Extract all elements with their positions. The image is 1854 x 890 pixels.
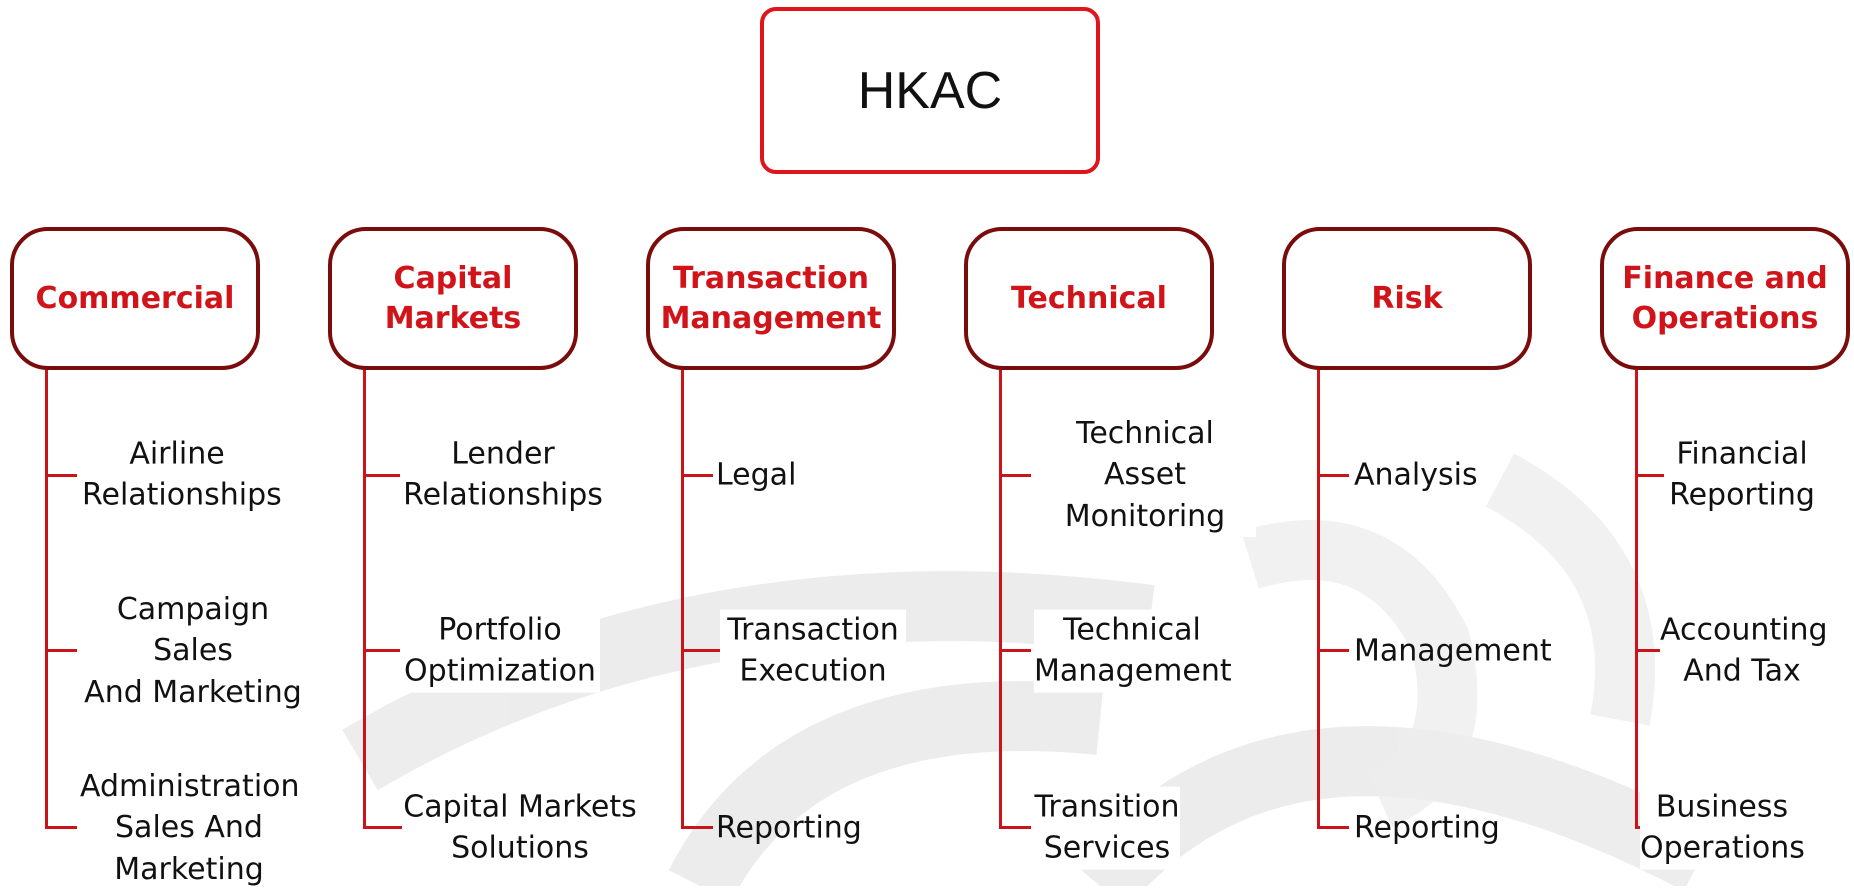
- sub-item: Campaign Sales And Marketing: [78, 588, 308, 714]
- branch-tick: [681, 649, 721, 652]
- sub-item: Reporting: [1354, 810, 1500, 846]
- branch-tick: [363, 474, 403, 477]
- dept-connector-line: [1635, 370, 1638, 828]
- dept-label: Risk: [1371, 280, 1443, 316]
- dept-connector-line: [363, 370, 366, 828]
- dept-box-risk: Risk: [1282, 227, 1532, 370]
- branch-tick: [999, 474, 1031, 477]
- sub-item: Technical Asset Monitoring: [1034, 412, 1256, 538]
- branch-tick: [363, 649, 403, 652]
- sub-item: Administration Sales And Marketing: [80, 765, 300, 890]
- sub-item: Transaction Execution: [720, 609, 906, 693]
- branch-tick: [999, 826, 1031, 829]
- dept-box-capital-markets: Capital Markets: [328, 227, 578, 370]
- branch-tick: [363, 826, 403, 829]
- sub-item: Technical Management: [1034, 609, 1232, 693]
- dept-label: Finance and Operations: [1622, 260, 1828, 336]
- sub-item: Accounting And Tax: [1660, 609, 1828, 693]
- sub-item: Legal: [716, 457, 797, 493]
- dept-connector-line: [999, 370, 1002, 828]
- dept-label: Commercial: [35, 280, 235, 316]
- sub-item: Transition Services: [1034, 786, 1180, 870]
- dept-box-commercial: Commercial: [10, 227, 260, 370]
- dept-box-finance-operations: Finance and Operations: [1600, 227, 1850, 370]
- org-root-label: HKAC: [857, 61, 1003, 120]
- branch-tick: [1635, 649, 1667, 652]
- branch-tick: [45, 649, 77, 652]
- dept-connector-line: [681, 370, 684, 828]
- dept-connector-line: [45, 370, 48, 828]
- sub-item: Airline Relationships: [82, 433, 282, 517]
- sub-item: Portfolio Optimization: [400, 609, 600, 693]
- branch-tick: [45, 474, 77, 477]
- dept-box-transaction-management: Transaction Management: [646, 227, 896, 370]
- org-root-box: HKAC: [760, 7, 1100, 174]
- branch-tick: [1635, 474, 1667, 477]
- branch-tick: [45, 826, 77, 829]
- branch-tick: [1317, 826, 1349, 829]
- sub-item: Reporting: [716, 810, 862, 846]
- sub-item: Business Operations: [1640, 786, 1805, 870]
- sub-item: Capital Markets Solutions: [402, 786, 638, 870]
- branch-tick: [681, 826, 713, 829]
- sub-item: Lender Relationships: [400, 433, 606, 517]
- sub-item: Management: [1354, 633, 1552, 669]
- branch-tick: [681, 474, 713, 477]
- branch-tick: [1317, 649, 1349, 652]
- sub-item: Analysis: [1354, 457, 1478, 493]
- branch-tick: [999, 649, 1031, 652]
- branch-tick: [1317, 474, 1349, 477]
- dept-label: Transaction Management: [660, 260, 882, 336]
- dept-label: Technical: [1011, 280, 1167, 316]
- dept-label: Capital Markets: [384, 260, 522, 336]
- sub-item: Financial Reporting: [1664, 433, 1820, 517]
- dept-box-technical: Technical: [964, 227, 1214, 370]
- dept-connector-line: [1317, 370, 1320, 828]
